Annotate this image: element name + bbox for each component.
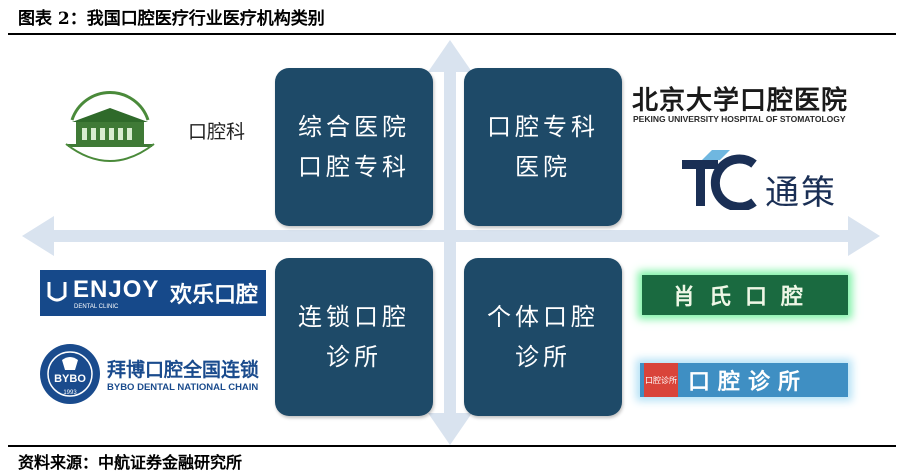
quadrant-line: 口腔专科 xyxy=(487,113,599,141)
tc-brand-name: 通策 xyxy=(765,173,837,213)
horizontal-axis xyxy=(52,230,852,242)
enjoy-brand-chinese: 欢乐口腔 xyxy=(170,283,259,308)
axis-arrow-right xyxy=(848,216,880,256)
pumch-logo-icon xyxy=(65,90,155,162)
quadrant-line: 口腔专科 xyxy=(298,153,410,181)
axis-arrow-left xyxy=(22,216,54,256)
bybo-seal-icon: BYBO 1993 xyxy=(40,344,100,404)
enjoy-brand-sub: DENTAL CLINIC xyxy=(74,304,119,310)
enjoy-brand-english: ENJOY xyxy=(73,276,160,303)
top-rule xyxy=(8,33,896,35)
dental-clinic-name: 口腔诊所 xyxy=(688,370,809,395)
enjoy-logo-box xyxy=(40,270,266,316)
bottom-rule xyxy=(8,445,896,447)
quadrant-chain-dental-clinic: 连锁口腔 诊所 xyxy=(275,258,433,416)
bybo-seal-year: 1993 xyxy=(63,390,77,396)
axis-arrow-up xyxy=(428,40,472,72)
quadrant-line: 诊所 xyxy=(326,343,382,371)
pku-hospital-english: PEKING UNIVERSITY HOSPITAL OF STOMATOLOG… xyxy=(633,114,846,124)
axis-arrow-down xyxy=(428,413,472,445)
enjoy-smile-icon xyxy=(47,282,67,302)
xiao-dental-sign: 肖氏口腔 xyxy=(642,275,848,315)
quadrant-line: 连锁口腔 xyxy=(298,303,410,331)
bybo-seal-mid: BYBO xyxy=(54,373,86,385)
quadrant-general-hospital-dental-dept: 综合医院 口腔专科 xyxy=(275,68,433,226)
quadrant-dental-specialty-hospital: 口腔专科 医院 xyxy=(464,68,622,226)
dental-clinic-seal: 口腔诊所 xyxy=(644,363,678,397)
dental-clinic-sign: 口腔诊所 口腔诊所 xyxy=(640,363,848,397)
xiao-dental-name: 肖氏口腔 xyxy=(672,285,817,310)
quadrant-line: 诊所 xyxy=(515,343,571,371)
quadrant-line: 综合医院 xyxy=(298,113,410,141)
quadrant-individual-dental-clinic: 个体口腔 诊所 xyxy=(464,258,622,416)
quadrant-line: 个体口腔 xyxy=(487,303,599,331)
figure-title: 图表 2：我国口腔医疗行业医疗机构类别 xyxy=(18,9,325,29)
tc-logo-icon xyxy=(682,150,757,210)
quadrant-line: 医院 xyxy=(515,153,571,181)
figure-source: 资料来源：中航证券金融研究所 xyxy=(18,453,243,472)
vertical-axis xyxy=(444,70,456,430)
pumch-label: 口腔科 xyxy=(188,121,246,143)
bybo-brand-chinese: 拜博口腔全国连锁 xyxy=(107,359,260,381)
bybo-brand-english: BYBO DENTAL NATIONAL CHAIN xyxy=(107,382,259,393)
pku-hospital-name: 北京大学口腔医院 xyxy=(632,86,849,116)
